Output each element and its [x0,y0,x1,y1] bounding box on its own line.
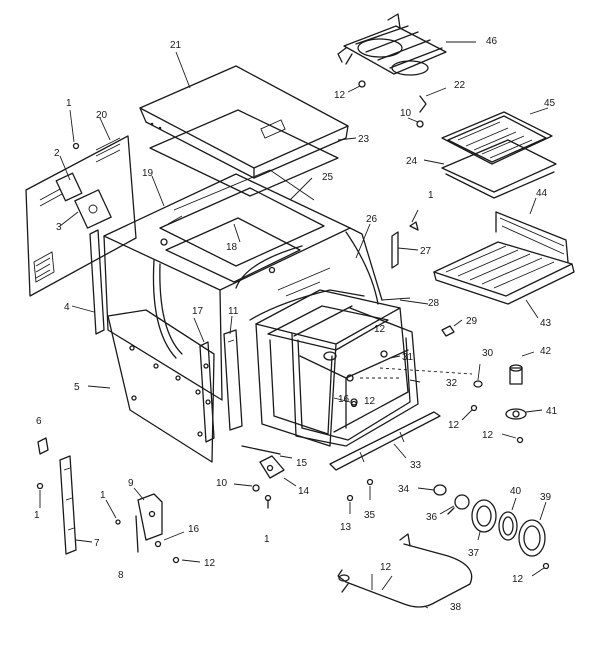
callout-13: 13 [340,522,352,533]
callout-6: 6 [36,416,42,427]
side-trim-part-4 [71,229,105,335]
callout-12: 12 [448,420,460,431]
callout-29: 29 [466,316,478,327]
oven-racks-part-43-44 [433,197,575,319]
callout-31: 31 [402,352,414,363]
callout-46: 46 [486,36,498,47]
callout-39: 39 [540,492,552,503]
callout-37: 37 [468,548,480,559]
callout-10: 10 [216,478,228,489]
callout-22: 22 [454,80,466,91]
callout-21: 21 [170,40,182,51]
lower-bracket-part-8-9 [105,487,201,564]
oven-liner-part-28-32 [255,289,473,447]
callout-44: 44 [536,188,548,199]
callout-35: 35 [364,510,376,521]
callout-2: 2 [54,148,60,159]
bracket-part-27 [391,209,419,269]
bottom-strip-part-33 [329,411,441,471]
bake-element-part-38 [337,533,473,609]
callout-1: 1 [100,490,106,501]
insulation-part-23 [149,109,357,197]
callout-16: 16 [338,394,350,405]
callout-12: 12 [482,430,494,441]
callout-40: 40 [510,486,522,497]
callout-1: 1 [34,510,40,521]
broil-element-part-46 [337,13,476,76]
callout-26: 26 [366,214,378,225]
callout-17: 17 [192,306,204,317]
callout-42: 42 [540,346,552,357]
callout-12: 12 [364,396,376,407]
callout-20: 20 [96,110,108,121]
callout-14: 14 [298,486,310,497]
broiler-pan-part-45-24 [423,107,557,199]
side-piece-part-11 [223,315,243,431]
callout-28: 28 [428,298,440,309]
callout-8: 8 [118,570,124,581]
callout-12: 12 [374,324,386,335]
lens-ring-part-39-40 [498,497,550,577]
callout-19: 19 [142,168,154,179]
cabinet-body [103,169,411,401]
callout-9: 9 [128,478,134,489]
callout-3: 3 [56,222,62,233]
callout-15: 15 [296,458,308,469]
callout-27: 27 [420,246,432,257]
callout-12: 12 [204,558,216,569]
callout-41: 41 [546,406,558,417]
callout-36: 36 [426,512,438,523]
callout-11: 11 [228,306,239,317]
callout-30: 30 [482,348,494,359]
screws-part-13-35 [346,478,374,514]
callout-4: 4 [64,302,70,313]
bottom-fasteners [233,397,358,509]
callout-45: 45 [544,98,556,109]
callout-labels: 46 21 22 12 10 45 1 20 23 24 2 19 25 1 3… [34,36,558,613]
front-panel-part-5 [87,309,215,463]
side-piece-part-17 [193,317,215,443]
callout-43: 43 [540,318,552,329]
callout-1: 1 [264,534,270,545]
callout-25: 25 [322,172,334,183]
callout-16: 16 [188,524,200,535]
callout-32: 32 [446,378,458,389]
callout-24: 24 [406,156,418,167]
callout-12: 12 [380,562,392,573]
callout-7: 7 [94,538,100,549]
light-socket-part-41-42 [501,351,543,444]
callout-38: 38 [450,602,462,613]
clips-part-29-30-31 [441,319,483,421]
callout-12: 12 [512,574,524,585]
rear-cover-part-20 [25,109,137,297]
top-panel-part-21 [139,51,349,179]
callout-18: 18 [226,242,238,253]
callout-10: 10 [400,108,412,119]
callout-33: 33 [410,460,422,471]
callout-1: 1 [66,98,72,109]
left-strip-part-6-7 [36,437,93,555]
lamp-assembly-part-34-36-37 [417,484,497,541]
callout-12: 12 [334,90,346,101]
callout-23: 23 [358,134,370,145]
fasteners-top [347,80,447,128]
callout-34: 34 [398,484,410,495]
callout-1: 1 [428,190,434,201]
callout-5: 5 [74,382,80,393]
